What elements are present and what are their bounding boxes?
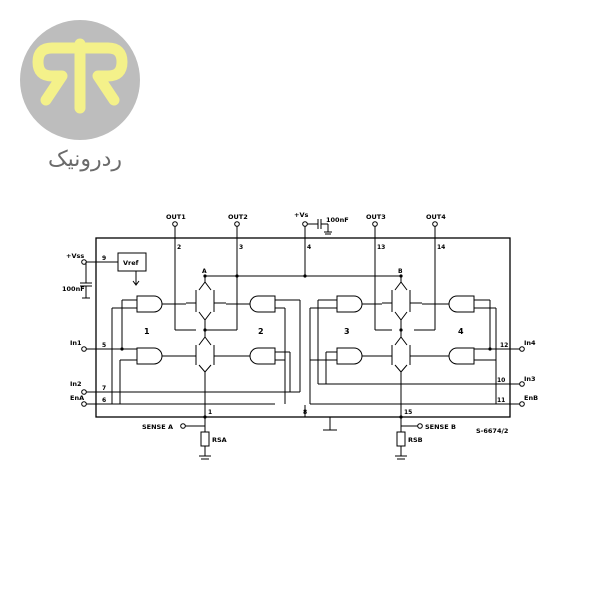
channel-label-1: 1 xyxy=(144,327,150,336)
pin-label-ena: EnA xyxy=(70,394,84,402)
pin-number-2: 2 xyxy=(177,244,181,251)
pin-number-11: 11 xyxy=(497,397,505,404)
pin-number-1: 1 xyxy=(208,409,212,416)
vss-supply-wiring xyxy=(80,252,147,299)
pin-label-out3: OUT3 xyxy=(366,213,386,221)
and-gate-1-lower xyxy=(136,347,186,365)
and-gate-3-upper xyxy=(336,295,382,313)
rsa-label: RSA xyxy=(212,436,227,444)
pin-label-in2: In2 xyxy=(70,380,82,388)
logic-wiring-left xyxy=(81,299,301,407)
pin-label-vss: +Vss xyxy=(66,252,84,260)
logic-wiring-right xyxy=(309,299,525,407)
channel-label-3: 3 xyxy=(344,327,350,336)
pin-label-out1: OUT1 xyxy=(166,213,186,221)
pin-number-5: 5 xyxy=(102,342,106,349)
vref-label: Vref xyxy=(123,259,139,267)
ic-package-outline xyxy=(95,237,511,418)
pin-number-10: 10 xyxy=(497,377,505,384)
and-gate-1-upper xyxy=(136,295,186,313)
pin-number-6: 6 xyxy=(102,397,106,404)
pin-number-9: 9 xyxy=(102,255,106,262)
channel-label-2: 2 xyxy=(258,327,264,336)
logo-letters xyxy=(32,38,128,114)
and-gate-3-lower xyxy=(336,347,382,365)
junction-dots xyxy=(120,274,492,419)
bridge-a-transistors xyxy=(186,276,238,417)
pin-label-out4: OUT4 xyxy=(426,213,446,221)
drawing-reference: S-6674/2 xyxy=(476,427,508,435)
and-gate-2-upper xyxy=(226,295,276,313)
cap-label-top: 100nF xyxy=(326,216,349,224)
pin-number-13: 13 xyxy=(377,244,385,251)
pin-label-out2: OUT2 xyxy=(228,213,248,221)
pin-label-vs: +Vs xyxy=(294,211,308,219)
pin-label-enb: EnB xyxy=(524,394,538,402)
resistor-rsb xyxy=(396,431,406,447)
and-gate-4-upper xyxy=(422,295,475,313)
pin-number-14: 14 xyxy=(437,244,445,251)
pin-number-4: 4 xyxy=(307,244,311,251)
pin-number-8: 8 xyxy=(303,409,307,416)
bridge-label-b: B xyxy=(398,268,403,275)
ground-and-sense-wiring xyxy=(180,405,423,460)
channel-label-4: 4 xyxy=(458,327,464,336)
company-logo xyxy=(20,20,140,140)
sense-a-label: SENSE A xyxy=(142,423,173,431)
and-gate-4-lower xyxy=(422,347,475,365)
top-pin-wires xyxy=(172,219,438,238)
bridge-b-transistors xyxy=(382,276,422,417)
rsb-label: RSB xyxy=(408,436,423,444)
pin-label-in4: In4 xyxy=(524,339,536,347)
pin-number-15: 15 xyxy=(404,409,412,416)
pin-number-3: 3 xyxy=(239,244,243,251)
pin-label-in1: In1 xyxy=(70,339,82,347)
sense-b-label: SENSE B xyxy=(425,423,456,431)
pin-label-in3: In3 xyxy=(524,375,536,383)
internal-rails xyxy=(174,238,436,331)
pin-number-7: 7 xyxy=(102,385,106,392)
resistor-rsa xyxy=(200,431,210,447)
cap-label-left: 100nF xyxy=(62,285,85,293)
bridge-label-a: A xyxy=(202,268,207,275)
pin-number-12: 12 xyxy=(500,342,508,349)
logo-wordmark: ردرونیک xyxy=(47,147,123,172)
and-gate-2-lower xyxy=(226,347,276,365)
vref-block xyxy=(117,252,147,272)
